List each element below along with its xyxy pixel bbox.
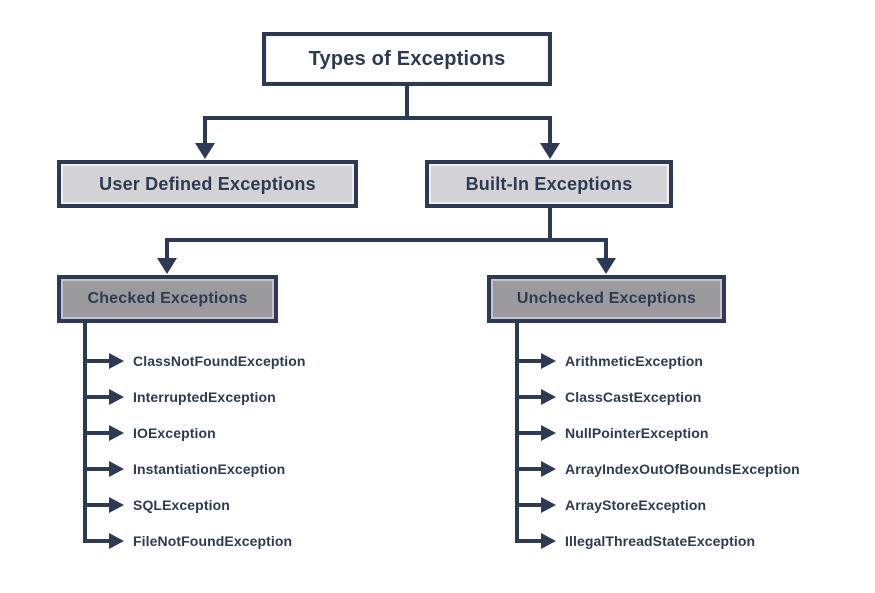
list-item-label: ClassCastException: [565, 389, 702, 405]
node-built-in-exceptions: Built-In Exceptions: [425, 160, 673, 208]
arrowhead-right-icon: [541, 461, 556, 477]
list-item: ArrayStoreException: [519, 497, 706, 513]
arrowhead-down-icon: [157, 258, 177, 274]
list-item: ArrayIndexOutOfBoundsException: [519, 461, 800, 477]
checked-list-spine: [83, 323, 87, 543]
arrow-right-icon: [87, 503, 109, 507]
arrow-right-icon: [87, 467, 109, 471]
list-item: NullPointerException: [519, 425, 709, 441]
node-user-defined-exceptions-label: User Defined Exceptions: [99, 173, 316, 194]
list-item-label: NullPointerException: [565, 425, 709, 441]
arrowhead-right-icon: [109, 389, 124, 405]
list-item-label: ClassNotFoundException: [133, 353, 306, 369]
connector-built-in-drop: [548, 116, 552, 145]
connector-root-crossbar: [203, 116, 552, 120]
arrowhead-right-icon: [541, 389, 556, 405]
list-item-label: InterruptedException: [133, 389, 276, 405]
list-item-label: SQLException: [133, 497, 230, 513]
unchecked-list-spine: [515, 323, 519, 543]
list-item-label: ArrayIndexOutOfBoundsException: [565, 461, 800, 477]
arrowhead-right-icon: [541, 425, 556, 441]
node-checked-exceptions: Checked Exceptions: [57, 275, 278, 323]
list-item: FileNotFoundException: [87, 533, 292, 549]
arrowhead-down-icon: [540, 143, 560, 159]
arrow-right-icon: [87, 539, 109, 543]
arrow-right-icon: [519, 359, 541, 363]
list-item: ArithmeticException: [519, 353, 703, 369]
arrow-right-icon: [519, 431, 541, 435]
list-item-label: ArrayStoreException: [565, 497, 707, 513]
arrowhead-right-icon: [109, 353, 124, 369]
node-types-of-exceptions-label: Types of Exceptions: [308, 47, 506, 70]
arrowhead-down-icon: [195, 143, 215, 159]
arrow-right-icon: [519, 539, 541, 543]
node-types-of-exceptions: Types of Exceptions: [262, 32, 552, 86]
node-unchecked-exceptions-label: Unchecked Exceptions: [516, 290, 697, 307]
connector-checked-drop: [165, 238, 169, 260]
list-item: ClassCastException: [519, 389, 701, 405]
list-item: IllegalThreadStateException: [519, 533, 755, 549]
arrowhead-right-icon: [541, 497, 556, 513]
connector-built-in-stem: [548, 208, 552, 242]
node-user-defined-exceptions: User Defined Exceptions: [57, 160, 358, 208]
arrowhead-right-icon: [541, 353, 556, 369]
arrow-right-icon: [519, 503, 541, 507]
arrow-right-icon: [87, 395, 109, 399]
arrowhead-right-icon: [109, 533, 124, 549]
list-item: InstantiationException: [87, 461, 285, 477]
list-item-label: IllegalThreadStateException: [565, 533, 756, 549]
list-item: InterruptedException: [87, 389, 276, 405]
connector-unchecked-drop: [604, 238, 608, 260]
arrow-right-icon: [87, 431, 109, 435]
arrow-right-icon: [87, 359, 109, 363]
connector-built-in-crossbar: [165, 238, 608, 242]
list-item-label: InstantiationException: [133, 461, 286, 477]
connector-root-stem: [405, 86, 409, 118]
node-built-in-exceptions-label: Built-In Exceptions: [465, 173, 633, 194]
list-item: IOException: [87, 425, 216, 441]
arrowhead-right-icon: [109, 497, 124, 513]
arrowhead-right-icon: [541, 533, 556, 549]
arrow-right-icon: [519, 467, 541, 471]
node-unchecked-exceptions: Unchecked Exceptions: [487, 275, 726, 323]
connector-user-defined-drop: [203, 116, 207, 145]
list-item-label: FileNotFoundException: [133, 533, 293, 549]
list-item-label: ArithmeticException: [565, 353, 704, 369]
list-item: SQLException: [87, 497, 230, 513]
arrowhead-right-icon: [109, 461, 124, 477]
list-item-label: IOException: [133, 425, 216, 441]
list-item: ClassNotFoundException: [87, 353, 306, 369]
arrowhead-down-icon: [596, 258, 616, 274]
arrow-right-icon: [519, 395, 541, 399]
node-checked-exceptions-label: Checked Exceptions: [87, 290, 248, 307]
arrowhead-right-icon: [109, 425, 124, 441]
